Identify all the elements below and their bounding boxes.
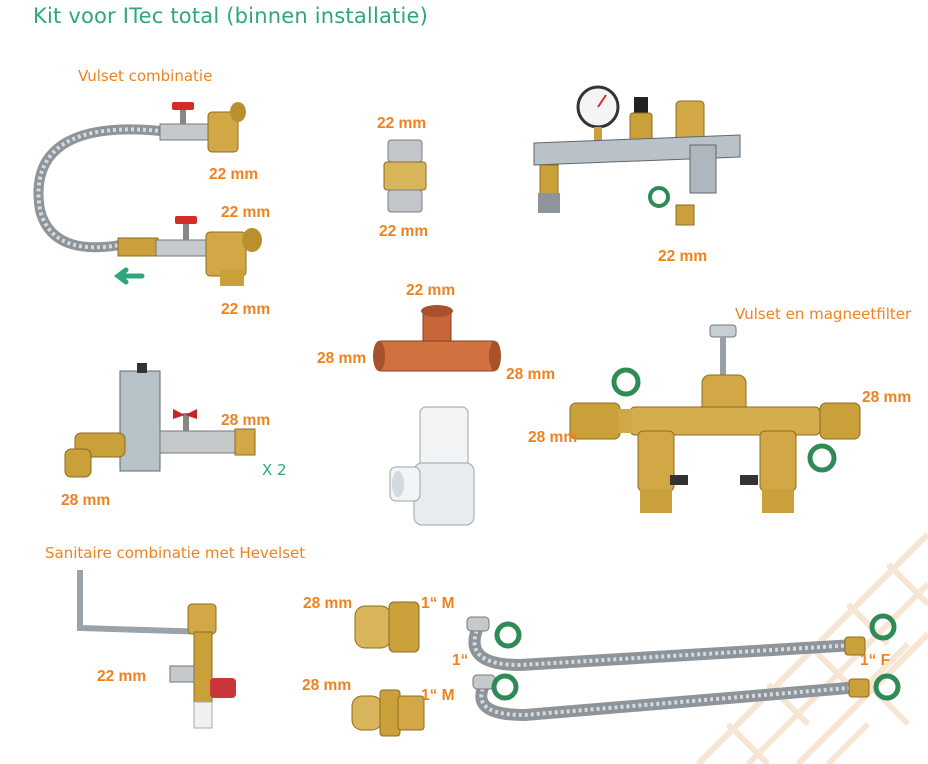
page-title: Kit voor ITec total (binnen installatie) [33, 4, 429, 28]
dim-label: 22 mm [209, 166, 259, 183]
dim-label: 1“ F [860, 652, 891, 669]
dim-label: 28 mm [61, 492, 111, 509]
o-ring-icon [648, 186, 670, 208]
dim-label: 22 mm [221, 301, 271, 318]
dim-label: 28 mm [221, 412, 271, 429]
dim-label: 28 mm [862, 389, 912, 406]
dim-label: 22 mm [406, 282, 456, 299]
sanitaire-combinatie-image [77, 570, 236, 729]
dim-label: 28 mm [302, 677, 352, 694]
siphon-image [389, 406, 475, 526]
dim-label: 1“ [452, 652, 469, 669]
o-ring-icon [491, 673, 519, 701]
coupling-image [383, 139, 427, 213]
dim-label: 28 mm [528, 429, 578, 446]
vulset-magneetfilter-image [569, 324, 861, 513]
copper-tee-image [373, 305, 501, 372]
quantity-label: X 2 [262, 461, 287, 479]
dim-label: 28 mm [303, 595, 353, 612]
section-sanitaire-combinatie: Sanitaire combinatie met Hevelset [45, 544, 306, 562]
section-vulset-combinatie: Vulset combinatie [78, 67, 213, 85]
manifold-image [533, 85, 741, 226]
dim-label: 22 mm [377, 115, 427, 132]
flex-hoses-image [466, 616, 870, 722]
dim-label: 22 mm [379, 223, 429, 240]
o-ring-icon [494, 621, 522, 649]
dim-label: 22 mm [221, 204, 271, 221]
adapter-image [354, 601, 420, 653]
dim-label: 22 mm [658, 248, 708, 265]
separator-valve-image [64, 363, 256, 478]
o-ring-icon [611, 367, 641, 397]
dim-label: 28 mm [506, 366, 556, 383]
o-ring-icon [869, 613, 897, 641]
dim-label: 1“ M [421, 595, 455, 612]
vulset-combinatie-image [33, 102, 262, 286]
section-vulset-magneetfilter: Vulset en magneetfilter [735, 305, 912, 323]
adapter-image [351, 689, 425, 737]
dim-label: 28 mm [317, 350, 367, 367]
o-ring-icon [807, 443, 837, 473]
dim-label: 1“ M [421, 687, 455, 704]
dim-label: 22 mm [97, 668, 147, 685]
o-ring-icon [873, 673, 901, 701]
